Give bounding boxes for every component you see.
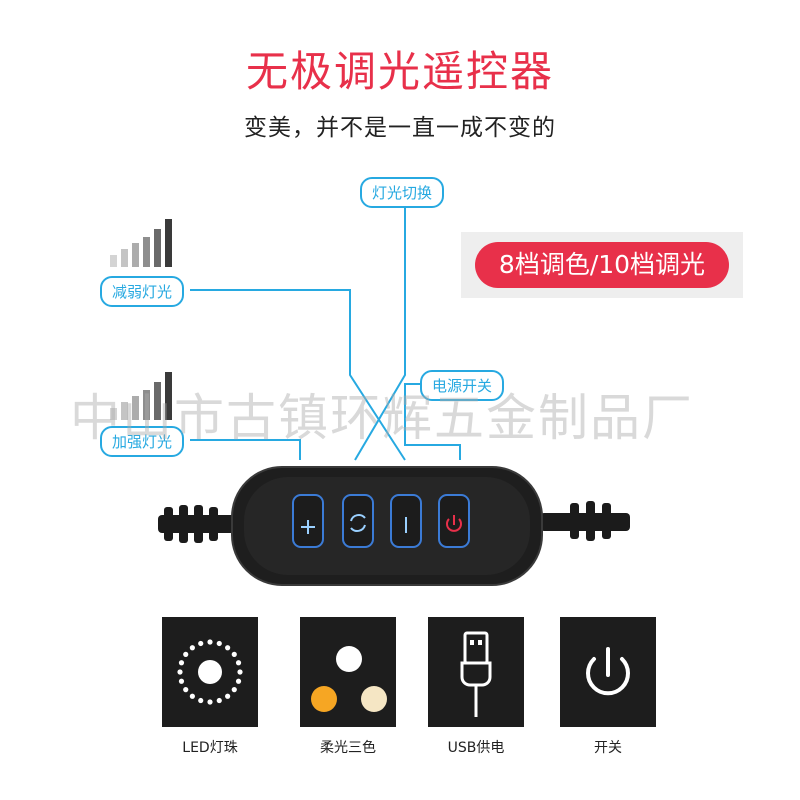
led-dot [237, 669, 243, 675]
page-title: 无极调光遥控器 [245, 47, 554, 96]
feature-label-usb: USB供电 [447, 740, 505, 756]
led-dot [183, 651, 189, 657]
led-dot [235, 678, 242, 684]
feature-label-three-color: 柔光三色 [320, 740, 376, 756]
dimming-badge: 8档调色/10档调光 [475, 242, 729, 288]
power-button[interactable] [438, 494, 470, 548]
callout-decrease-light: 减弱灯光 [100, 276, 185, 307]
page-subtitle: 变美，并不是一直一成不变的 [244, 115, 556, 141]
remote-controller [158, 466, 630, 586]
minus-button[interactable] [390, 494, 422, 548]
led-dot [178, 678, 185, 684]
led-dot [189, 645, 195, 651]
led-dot [178, 660, 185, 666]
signal-bars-icon [110, 372, 172, 420]
callout-power-switch: 电源开关 [420, 370, 505, 401]
cycle-button[interactable] [342, 494, 374, 548]
three-color-tile [300, 617, 396, 727]
led-dot [183, 687, 189, 693]
three-color-icon [311, 646, 387, 712]
led-dot [231, 687, 237, 693]
led-tile [162, 617, 258, 727]
led-dot [216, 640, 222, 647]
led-dot [235, 660, 242, 666]
led-dot [177, 669, 183, 675]
usb-plug-icon [460, 631, 492, 717]
usb-tile [428, 617, 524, 727]
led-dot [207, 699, 213, 705]
led-dot [225, 693, 231, 699]
led-dot [231, 651, 237, 657]
led-center [198, 660, 222, 684]
led-dot [207, 639, 213, 645]
led-dot [225, 645, 231, 651]
feature-label-led: LED灯珠 [182, 740, 238, 756]
watermark: 中山市古镇环辉五金制品厂 [70, 389, 694, 447]
plus-button[interactable] [292, 494, 324, 548]
led-dot [216, 697, 222, 704]
led-dot [189, 693, 195, 699]
power-icon [586, 647, 630, 696]
badge-panel: 8档调色/10档调光 [461, 232, 743, 298]
power-tile [560, 617, 656, 727]
led-ring-icon [177, 639, 243, 705]
callout-switch-light: 灯光切换 [360, 177, 445, 208]
signal-bars-icon [110, 219, 172, 267]
led-dot [198, 640, 204, 647]
feature-label-power: 开关 [594, 740, 622, 756]
callout-increase-light: 加强灯光 [100, 426, 185, 457]
led-dot [198, 697, 204, 704]
